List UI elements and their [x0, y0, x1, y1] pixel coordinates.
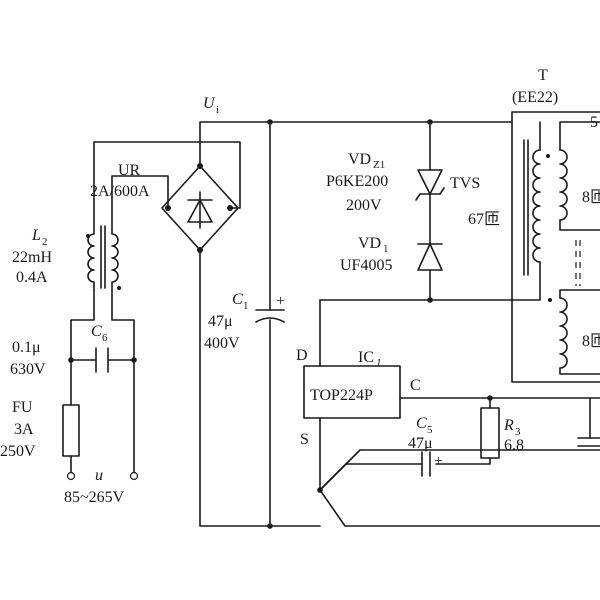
fuse-fu — [62, 404, 80, 457]
input-voltage-range: 85~265V — [64, 489, 125, 506]
ic1-top224p — [303, 299, 600, 491]
input-terminal-right — [129, 471, 139, 481]
ur-label: UR — [118, 162, 141, 179]
c6-label: C — [91, 323, 102, 340]
c1-plus: + — [276, 293, 285, 310]
transformer-core: (EE22) — [512, 89, 558, 106]
svg-text:1: 1 — [243, 300, 249, 312]
fuse-label: FU — [12, 399, 33, 416]
svg-text:Z1: Z1 — [373, 159, 385, 171]
c5-label: C — [416, 415, 427, 432]
vd1-label: VD — [358, 235, 381, 252]
capacitor-c1: + — [255, 121, 285, 527]
vdz1-label: VD — [348, 151, 371, 168]
fuse-voltage: 250V — [0, 443, 36, 460]
c1-capacitance: 47μ — [208, 313, 233, 330]
c5-capacitance: 47μ — [408, 435, 433, 452]
labels: U i T (EE22) 5 UR 2A/600A L 2 22mH 0.4A … — [0, 67, 600, 506]
secondary1-turns: 8匝 — [582, 189, 600, 206]
c6-voltage: 630V — [10, 361, 46, 378]
primary-turns: 67匝 — [468, 211, 500, 228]
ic1-label: IC — [358, 349, 374, 366]
svg-text:5: 5 — [590, 114, 598, 131]
ur-rating: 2A/600A — [90, 183, 150, 200]
secondary2-turns: 8匝 — [582, 333, 600, 350]
l2-current: 0.4A — [16, 269, 48, 286]
c6-capacitance: 0.1μ — [12, 339, 41, 356]
svg-text:i: i — [216, 104, 219, 116]
svg-text:5: 5 — [427, 424, 433, 436]
pin-s-label: S — [300, 431, 309, 448]
r3-label: R — [503, 417, 514, 434]
bridge-rectifier-ur — [161, 163, 239, 253]
vdz1-part: P6KE200 — [326, 173, 388, 190]
r3-value: 6.8 — [504, 437, 524, 454]
l2-label: L — [31, 227, 41, 244]
svg-text:+: + — [434, 453, 443, 470]
l2-inductance: 22mH — [12, 249, 52, 266]
tvs-diode-vdz1 — [417, 169, 443, 195]
transformer-label: T — [538, 67, 548, 84]
input-terminal-left — [66, 471, 76, 481]
svg-text:1: 1 — [376, 357, 382, 369]
vd1-part: UF4005 — [340, 257, 392, 274]
fuse-current: 3A — [14, 421, 34, 438]
clamp-circuit — [319, 121, 513, 303]
svg-text:6: 6 — [102, 332, 108, 344]
pin-d-label: D — [296, 347, 308, 364]
vdz1-voltage: 200V — [346, 197, 382, 214]
diode-vd1 — [417, 243, 443, 271]
svg-text:1: 1 — [383, 243, 389, 255]
tvs-label: TVS — [450, 175, 480, 192]
svg-text:3: 3 — [515, 426, 521, 438]
feedback-network: + — [317, 397, 600, 527]
ic1-part: TOP224P — [310, 387, 373, 404]
ui-label: U — [203, 95, 216, 112]
input-voltage-label: u — [95, 467, 103, 484]
pin-c-label: C — [410, 377, 421, 394]
c1-voltage: 400V — [204, 335, 240, 352]
c1-label: C — [232, 291, 243, 308]
inductor-l2 — [86, 141, 241, 291]
transformer-t — [511, 111, 600, 383]
ac-input-wiring — [62, 289, 139, 481]
svg-text:2: 2 — [42, 236, 48, 248]
